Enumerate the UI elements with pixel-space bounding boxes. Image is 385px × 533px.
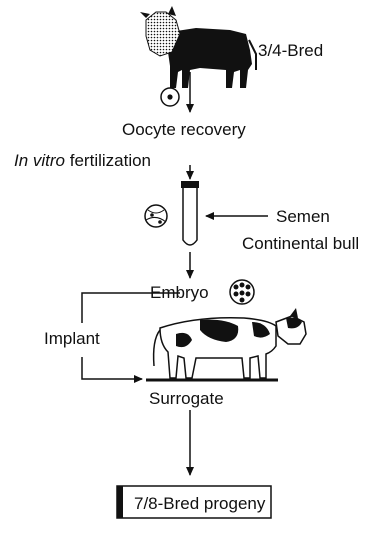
surrogate-label: Surrogate bbox=[149, 390, 224, 407]
oocyte-icon bbox=[161, 88, 179, 106]
embryo-label: Embryo bbox=[150, 284, 209, 301]
embryo-morula-icon bbox=[230, 280, 254, 304]
donor-label: 3/4-Bred bbox=[258, 42, 323, 59]
fertilized-egg-icon bbox=[145, 205, 167, 227]
ivf-label: In vitro fertilization bbox=[14, 152, 151, 169]
ivf-italic-text: In vitro bbox=[14, 151, 65, 170]
surrogate-cow-icon bbox=[154, 308, 306, 378]
progeny-label: 7/8-Bred progeny bbox=[134, 495, 265, 512]
test-tube-icon bbox=[181, 181, 199, 245]
semen-label: Semen bbox=[276, 208, 330, 225]
ivf-rest-text: fertilization bbox=[65, 151, 151, 170]
continental-bull-label: Continental bull bbox=[242, 235, 359, 252]
donor-cow-icon bbox=[140, 6, 256, 88]
oocyte-recovery-label: Oocyte recovery bbox=[122, 121, 246, 138]
implant-label: Implant bbox=[44, 330, 100, 347]
